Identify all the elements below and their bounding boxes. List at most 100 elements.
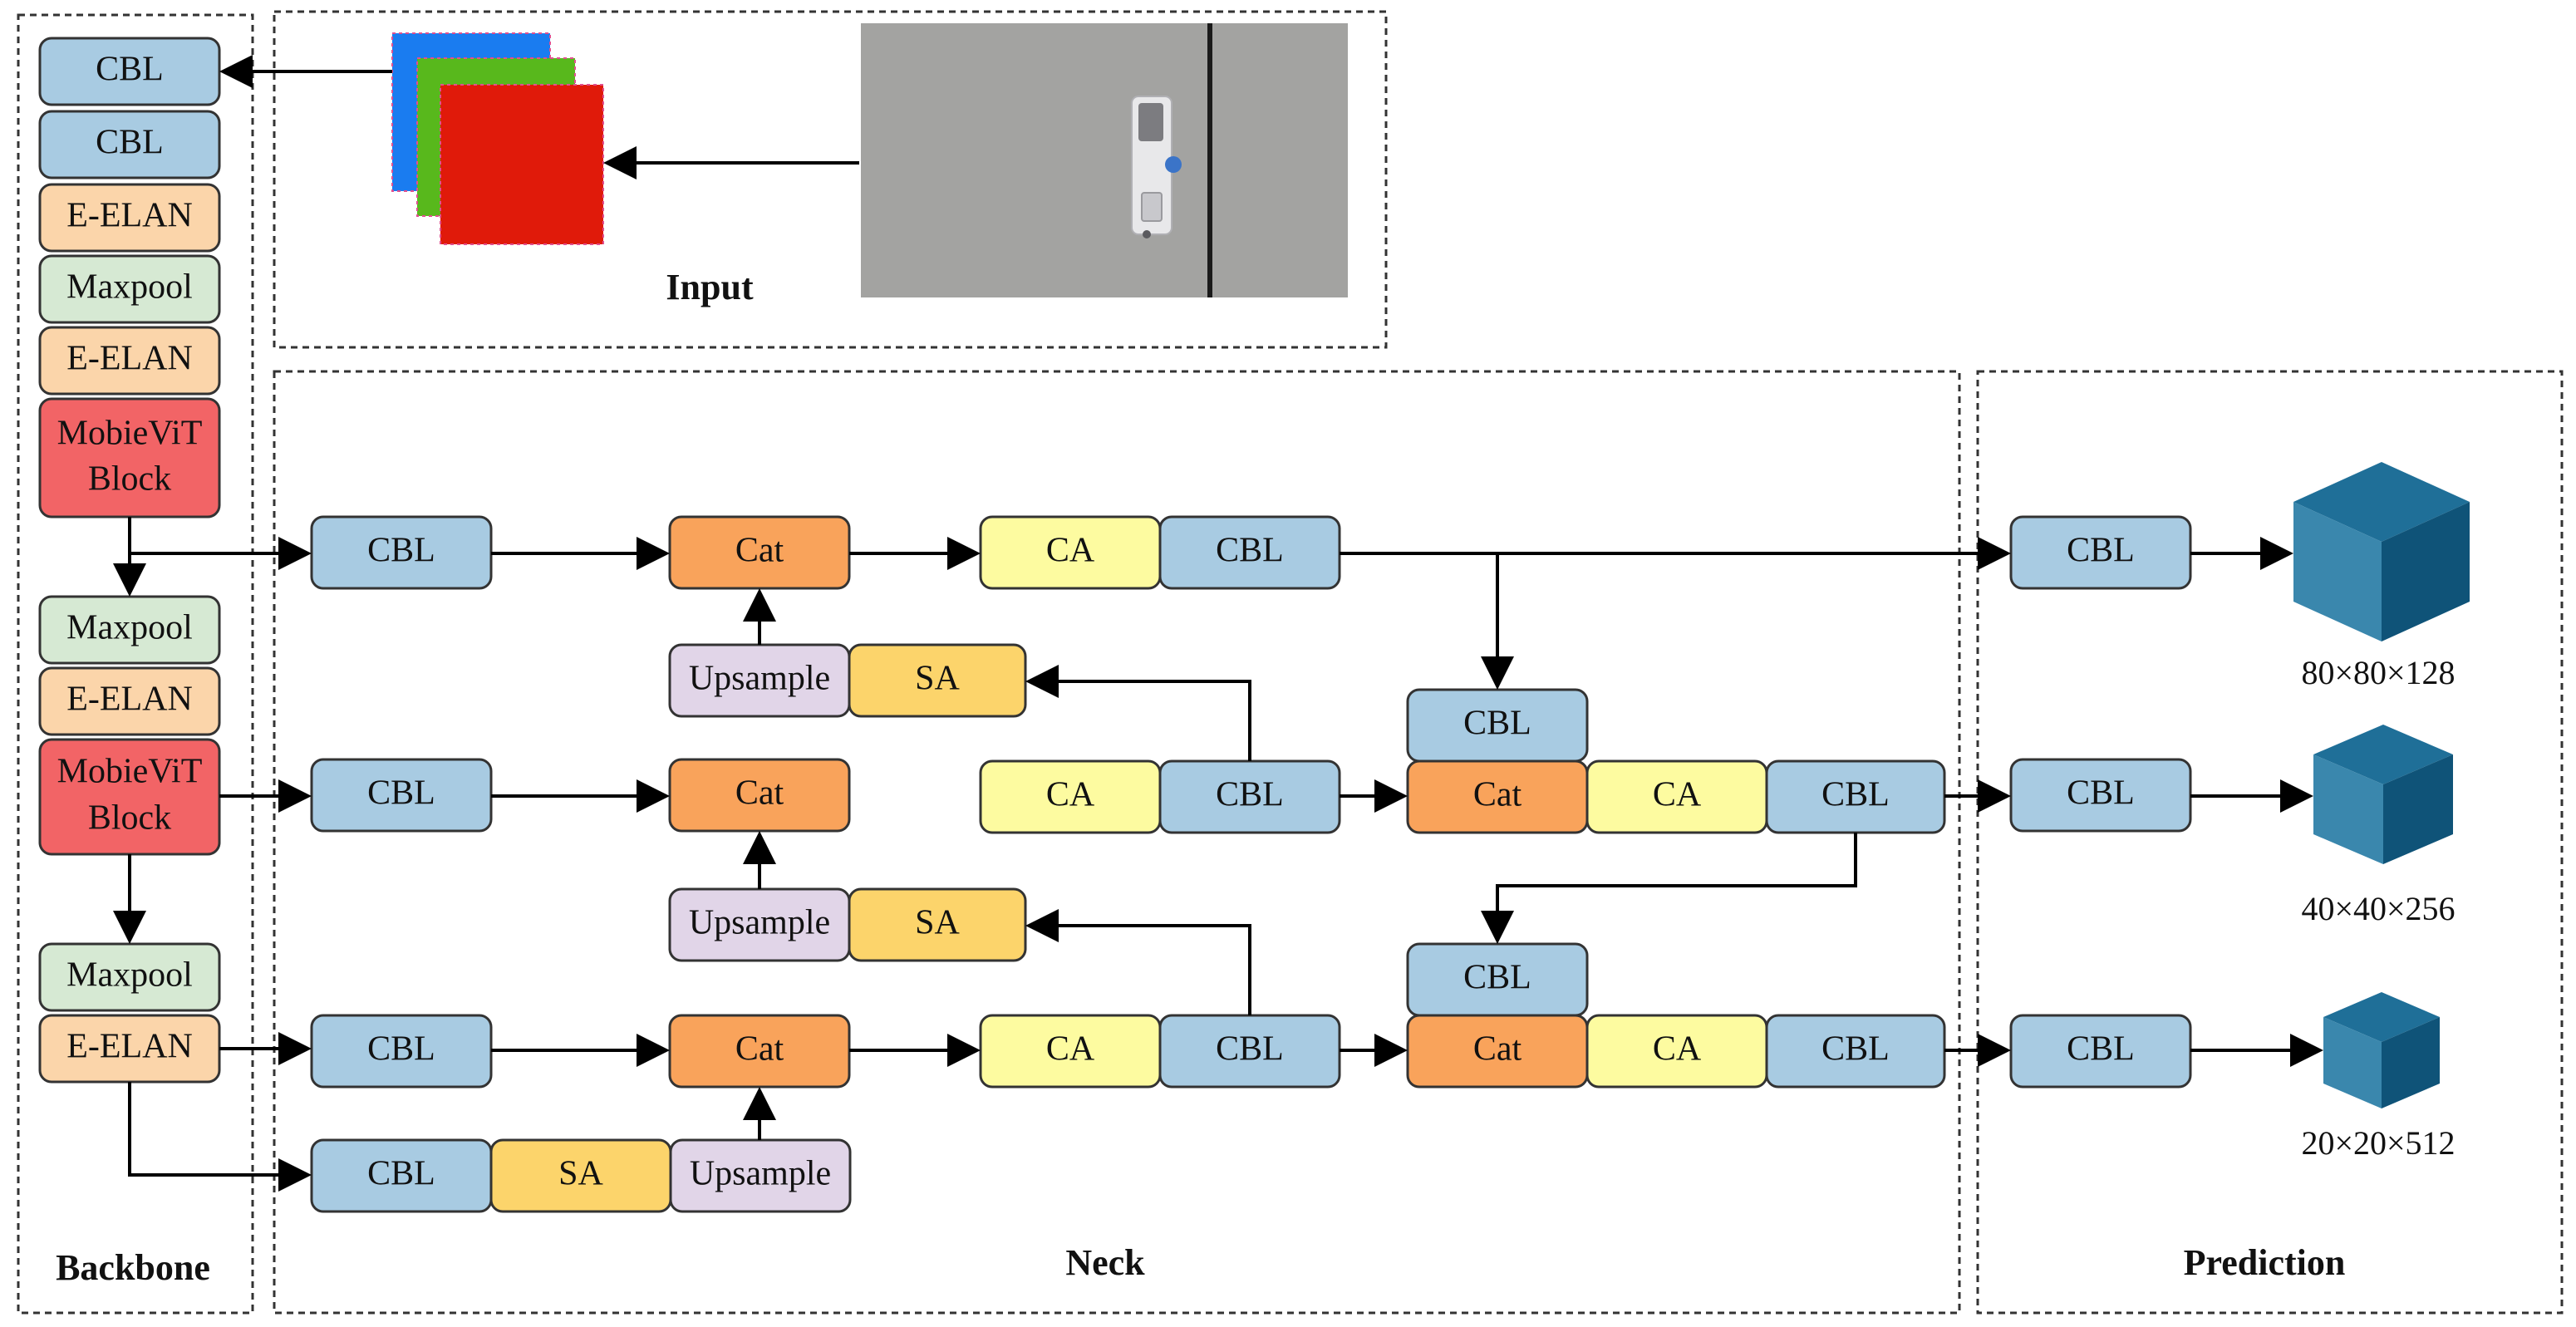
neck-ca-pan-2: CA	[1585, 1014, 1768, 1089]
backbone-cbl-2: CBL	[38, 110, 221, 179]
neck-cat-mid-label: Cat	[735, 774, 784, 813]
backbone-maxpool-3: Maxpool	[38, 942, 221, 1012]
neck-cbl-bot-2: CBL	[1158, 1014, 1341, 1089]
neck-cbl-mid: CBL	[310, 758, 493, 833]
neck-cbl-top-label: CBL	[367, 532, 435, 570]
neck-cbl-bot-2-label: CBL	[1216, 1030, 1284, 1069]
backbone-e-elan-3-label: E-ELAN	[66, 681, 193, 719]
neck-cbl-mid-2: CBL	[1158, 759, 1341, 834]
backbone-maxpool-3-label: Maxpool	[66, 956, 193, 995]
pred-cbl-2-label: CBL	[2067, 774, 2135, 813]
backbone-frame	[17, 13, 254, 1315]
neck-cat-pan-2-label: Cat	[1473, 1030, 1522, 1069]
door-latch-icon	[1131, 96, 1182, 238]
backbone-e-elan-4: E-ELAN	[38, 1014, 221, 1084]
backbone-e-elan-4-label: E-ELAN	[66, 1028, 193, 1066]
neck-cbl-pan-2-out-label: CBL	[1821, 1030, 1890, 1069]
backbone-e-elan-1: E-ELAN	[38, 183, 221, 253]
neck-sa-3-label: SA	[558, 1155, 603, 1193]
neck-cbl-top: CBL	[310, 515, 493, 590]
neck-cbl-top-2-label: CBL	[1216, 532, 1284, 570]
output-size-3: 20×20×512	[2301, 1124, 2455, 1162]
neck-ca-pan-1-label: CA	[1653, 776, 1702, 814]
prediction-frame	[1976, 370, 2564, 1315]
neck-title: Neck	[1065, 1242, 1145, 1283]
backbone-cbl-1: CBL	[38, 37, 221, 106]
neck-frame	[273, 370, 1961, 1315]
neck-cat-pan-1-label: Cat	[1473, 776, 1522, 814]
backbone-mobilevit-1-line2: Block	[88, 460, 171, 499]
feature-map-stack	[391, 32, 604, 245]
neck-sa-1-label: SA	[915, 660, 960, 698]
arrow-bot-cbl-to-sa-2	[1025, 909, 1251, 1015]
backbone-mobilevit-1-line1: MobieViT	[57, 415, 203, 453]
arrow-backbone-1	[128, 517, 312, 570]
neck-cbl-pan-1-out: CBL	[1765, 759, 1946, 834]
neck-cbl-pan-2-label: CBL	[1463, 959, 1531, 997]
neck-cbl-top-2: CBL	[1158, 515, 1341, 590]
input-title: Input	[666, 267, 754, 307]
neck-cbl-pan-2: CBL	[1406, 942, 1589, 1017]
backbone-mobilevit-2: MobieViT Block	[38, 738, 221, 856]
prediction-title: Prediction	[2184, 1242, 2346, 1283]
neck-sa-3: SA	[489, 1138, 672, 1213]
neck-cbl-pan-1-out-label: CBL	[1821, 776, 1890, 814]
neck-upsample-2: Upsample	[668, 887, 851, 962]
neck-upsample-3: Upsample	[669, 1138, 852, 1213]
output-size-1: 80×80×128	[2301, 654, 2455, 691]
backbone-maxpool-1-label: Maxpool	[66, 268, 193, 307]
neck-ca-top-label: CA	[1046, 532, 1095, 570]
backbone-cbl-1-label: CBL	[96, 51, 164, 89]
arrow-backbone-4	[128, 1082, 312, 1192]
neck-ca-pan-1: CA	[1585, 759, 1768, 834]
neck-ca-top: CA	[979, 515, 1162, 590]
output-cube-large-icon	[2293, 462, 2470, 641]
neck-cbl-bot: CBL	[310, 1014, 493, 1089]
neck-cat-top: Cat	[668, 515, 851, 590]
arrow-pan-1-to-pan-2	[1481, 833, 1857, 944]
neck-cat-mid: Cat	[668, 758, 851, 833]
neck-upsample-3-label: Upsample	[690, 1155, 831, 1193]
pred-cbl-3: CBL	[2009, 1014, 2192, 1089]
backbone-e-elan-2-label: E-ELAN	[66, 340, 193, 378]
output-size-2: 40×40×256	[2301, 890, 2455, 927]
backbone-e-elan-1-label: E-ELAN	[66, 197, 193, 235]
backbone-mobilevit-1: MobieViT Block	[38, 397, 221, 519]
backbone-maxpool-1: Maxpool	[38, 254, 221, 324]
neck-cat-bot: Cat	[668, 1014, 851, 1089]
backbone-mobilevit-2-line1: MobieViT	[57, 753, 203, 791]
pred-cbl-3-label: CBL	[2067, 1030, 2135, 1069]
input-frame	[273, 10, 1388, 349]
neck-sa-2-label: SA	[915, 904, 960, 942]
backbone-cbl-2-label: CBL	[96, 124, 164, 162]
neck-upsample-1-label: Upsample	[689, 660, 830, 698]
neck-cbl-branch-label: CBL	[367, 1155, 435, 1193]
backbone-maxpool-2: Maxpool	[38, 595, 221, 665]
output-cube-small-icon	[2323, 992, 2440, 1108]
neck-cbl-pan-1: CBL	[1406, 688, 1589, 763]
neck-cbl-pan-1-label: CBL	[1463, 705, 1531, 743]
arrow-mid-cbl-to-sa-1	[1025, 665, 1251, 761]
backbone-e-elan-3: E-ELAN	[38, 666, 221, 736]
neck-upsample-2-label: Upsample	[689, 904, 830, 942]
neck-sa-1: SA	[848, 643, 1027, 718]
backbone-e-elan-2: E-ELAN	[38, 326, 221, 396]
output-cube-medium-icon	[2313, 725, 2453, 864]
neck-cat-pan-2: Cat	[1406, 1014, 1589, 1089]
neck-ca-bot-label: CA	[1046, 1030, 1095, 1069]
neck-cbl-bot-label: CBL	[367, 1030, 435, 1069]
neck-cat-pan-1: Cat	[1406, 759, 1589, 834]
neck-cbl-branch: CBL	[310, 1138, 493, 1213]
neck-ca-mid-label: CA	[1046, 776, 1095, 814]
connectors	[113, 55, 2323, 1192]
neck-sa-2: SA	[848, 887, 1027, 962]
pred-cbl-1: CBL	[2009, 515, 2192, 590]
backbone-maxpool-2-label: Maxpool	[66, 609, 193, 647]
neck-ca-bot: CA	[979, 1014, 1162, 1089]
pred-cbl-2: CBL	[2009, 758, 2192, 833]
neck-cbl-pan-2-out: CBL	[1765, 1014, 1946, 1089]
backbone-title: Backbone	[56, 1247, 210, 1288]
backbone-mobilevit-2-line2: Block	[88, 799, 171, 838]
neck-ca-pan-2-label: CA	[1653, 1030, 1702, 1069]
